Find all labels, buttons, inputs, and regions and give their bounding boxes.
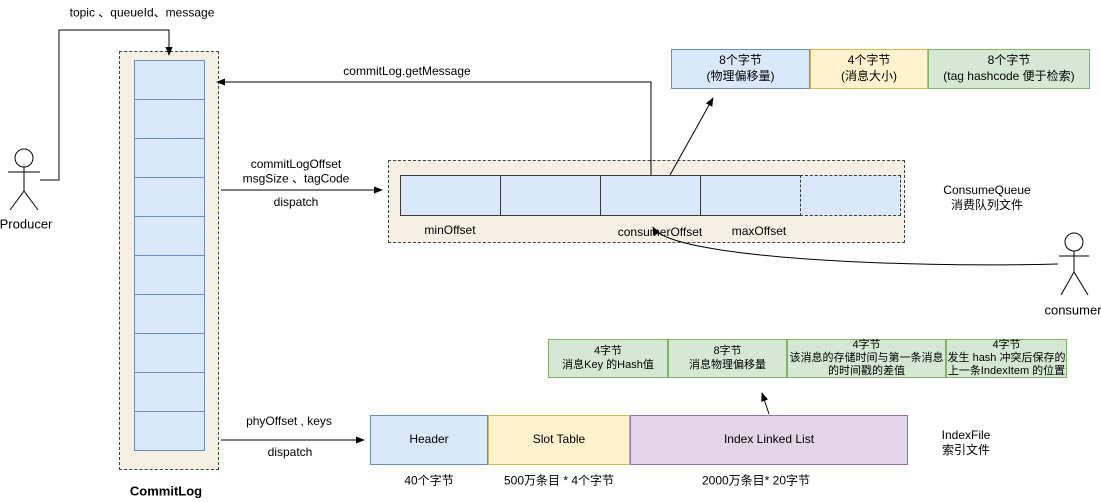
- get-message-label: commitLog.getMessage: [343, 64, 471, 78]
- cq-field-desc: (消息大小): [841, 69, 897, 83]
- cq-field-desc: (物理偏移量): [706, 69, 775, 83]
- consumequeue-title-zh: 消费队列文件: [950, 198, 1024, 212]
- consumequeue-cell: [400, 175, 501, 216]
- idx-field-timestamp-diff: 4字节 该消息的存储时间与第一条消息的时间戳的差值: [787, 339, 946, 378]
- consumequeue-title-en: ConsumeQueue: [943, 183, 1031, 197]
- commitlog-cell-stack: [134, 60, 205, 451]
- indexfile-title-en: IndexFile: [941, 428, 991, 442]
- commitlog-cell: [134, 411, 205, 451]
- consumequeue-cell-future: [800, 175, 901, 216]
- idx-dispatch-label-2: dispatch: [267, 445, 313, 459]
- idx-field-prev-indexitem: 4字节 发生 hash 冲突后保存的上一条IndexItem 的位置: [946, 339, 1067, 378]
- min-offset-label: minOffset: [424, 223, 476, 237]
- cq-field-size: 4个字节: [847, 53, 891, 68]
- consumequeue-cell: [600, 175, 701, 216]
- cq-dispatch-label-3: dispatch: [273, 195, 319, 209]
- idx-field-desc: 该消息的存储时间与第一条消息的时间戳的差值: [789, 351, 944, 378]
- idx-dispatch-label-1: phyOffset , keys: [246, 414, 332, 428]
- commitlog-cell: [134, 372, 205, 412]
- commitlog-cell: [134, 99, 205, 139]
- section-label: Header: [409, 432, 449, 447]
- consumequeue-cell-row: [400, 175, 901, 216]
- consumequeue-cell: [500, 175, 601, 216]
- header-size-note: 40个字节: [404, 473, 454, 488]
- consumer-label: consumer: [1044, 302, 1101, 318]
- arrow-linkedlist-to-item-fields: [761, 392, 770, 415]
- consumer-figure: [1059, 232, 1089, 296]
- idx-field-size: 4字节: [992, 338, 1021, 351]
- max-offset-label: maxOffset: [731, 224, 787, 238]
- idx-field-phy-offset: 8字节 消息物理偏移量: [668, 339, 787, 378]
- commitlog-cell: [134, 255, 205, 295]
- commitlog-cell: [134, 177, 205, 217]
- commitlog-cell: [134, 216, 205, 256]
- cq-field-tag-hashcode: 8个字节 (tag hashcode 便于检索): [928, 49, 1090, 89]
- indexfile-slot-table-section: Slot Table: [488, 415, 630, 465]
- section-label: Index Linked List: [723, 432, 815, 447]
- cq-field-phy-offset: 8个字节 (物理偏移量): [671, 49, 810, 89]
- idx-field-desc: 消息物理偏移量: [689, 358, 766, 371]
- slot-table-size-note: 500万条目 * 4个字节: [503, 473, 615, 488]
- cq-field-desc: (tag hashcode 便于检索): [943, 69, 1075, 83]
- produce-flow-label: topic 、queueId、message: [69, 5, 215, 20]
- indexfile-title-zh: 索引文件: [941, 443, 991, 457]
- consumequeue-cell: [700, 175, 801, 216]
- commitlog-cell: [134, 294, 205, 334]
- producer-figure: [8, 148, 40, 211]
- cq-dispatch-label-2: msgSize 、tagCode: [242, 171, 350, 186]
- idx-field-key-hash: 4字节 消息Key 的Hash值: [548, 339, 668, 378]
- idx-field-size: 4字节: [852, 338, 881, 351]
- producer-label: Producer: [0, 216, 53, 232]
- commitlog-cell: [134, 60, 205, 100]
- commitlog-cell: [134, 333, 205, 373]
- indexfile-title: IndexFile 索引文件: [942, 428, 991, 458]
- idx-field-desc: 发生 hash 冲突后保存的上一条IndexItem 的位置: [947, 351, 1066, 378]
- idx-field-size: 4字节: [593, 345, 623, 358]
- commitlog-cell: [134, 138, 205, 178]
- indexfile-header-section: Header: [370, 415, 488, 465]
- cq-field-size: 8个字节: [987, 53, 1031, 68]
- section-label: Slot Table: [532, 432, 586, 447]
- cq-field-size: 8个字节: [719, 53, 762, 68]
- idx-field-size: 8字节: [713, 345, 742, 358]
- consumequeue-title: ConsumeQueue 消费队列文件: [943, 183, 1030, 213]
- index-linked-list-size-note: 2000万条目* 20字节: [701, 473, 811, 488]
- consumer-offset-label: consumerOffset: [617, 225, 703, 239]
- cq-field-msg-size: 4个字节 (消息大小): [810, 49, 928, 89]
- indexfile-index-linked-list-section: Index Linked List: [630, 415, 908, 465]
- idx-field-desc: 消息Key 的Hash值: [562, 358, 654, 371]
- commitlog-title: CommitLog: [129, 483, 203, 499]
